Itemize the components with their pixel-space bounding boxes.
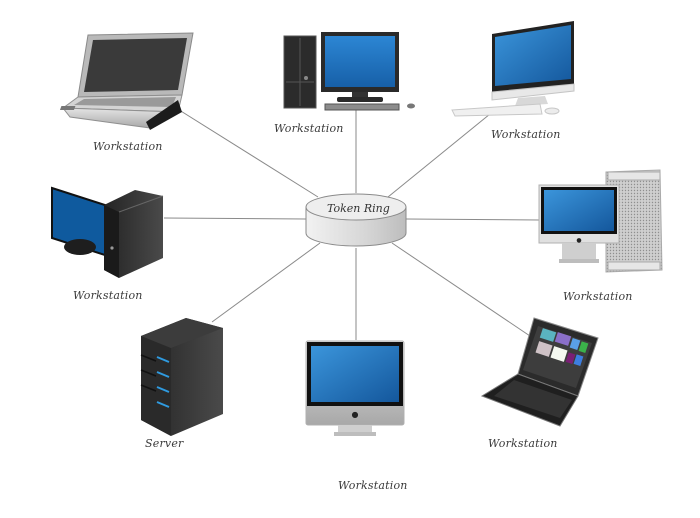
node-label: Workstation bbox=[491, 128, 561, 141]
cylinder-hub-icon bbox=[305, 193, 407, 247]
node-label: Workstation bbox=[73, 289, 143, 302]
node-label: Workstation bbox=[488, 437, 558, 450]
imac-icon[interactable]: ● bbox=[305, 340, 405, 436]
token-ring-hub[interactable] bbox=[305, 193, 407, 247]
server-rack-icon[interactable] bbox=[140, 318, 223, 436]
laptop-black-icon[interactable] bbox=[480, 317, 599, 427]
node-label: Server bbox=[145, 437, 184, 450]
node-label: Workstation bbox=[563, 290, 633, 303]
laptop-icon[interactable] bbox=[59, 32, 194, 130]
imac-keyboard-icon[interactable] bbox=[451, 21, 575, 117]
edge-laptop-black bbox=[391, 242, 531, 337]
node-label: Workstation bbox=[93, 140, 163, 153]
edge-imac-macpro bbox=[405, 218, 541, 221]
svg-text:●: ● bbox=[352, 410, 359, 419]
hub-label: Token Ring bbox=[327, 202, 390, 215]
connections bbox=[163, 107, 541, 340]
edge-laptop-silver bbox=[175, 107, 319, 198]
node-label: Workstation bbox=[338, 479, 408, 492]
node-label: Workstation bbox=[274, 122, 344, 135]
imac-mac-pro-icon[interactable]: ● bbox=[538, 169, 663, 273]
edge-desktop-side bbox=[163, 217, 307, 220]
desktop-side-view-icon[interactable] bbox=[51, 186, 164, 278]
desktop-tower-monitor-icon[interactable] bbox=[283, 32, 415, 111]
svg-text:●: ● bbox=[576, 237, 581, 244]
edge-imac-keyboard bbox=[387, 113, 491, 198]
edge-server bbox=[211, 242, 321, 323]
